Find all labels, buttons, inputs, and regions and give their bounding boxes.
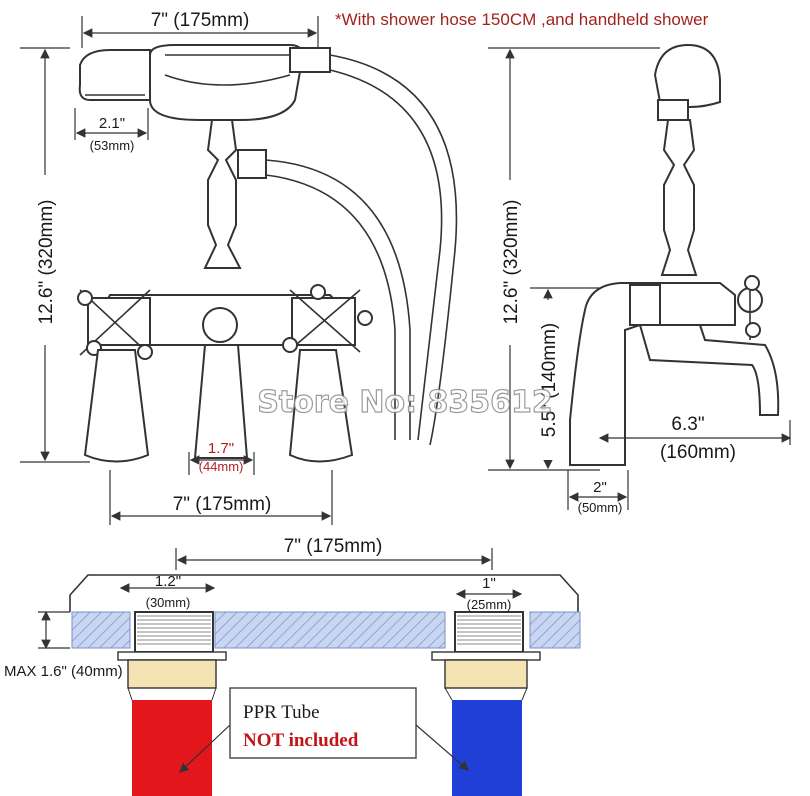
store-watermark: Store No: 835612	[257, 385, 553, 420]
left-cross-handle	[77, 289, 153, 360]
left-nut	[127, 659, 217, 689]
ppr-callout-box	[229, 687, 417, 759]
side-view: 12.6" (320mm) 5.5" (140mm) 6.3" (160mm) …	[488, 43, 792, 515]
right-hole-in: 1"	[482, 575, 496, 592]
cold-ppr-tube	[452, 700, 522, 796]
handshower-cradle	[149, 44, 304, 121]
front-view: 7" (175mm) 12.6" (320mm)	[20, 8, 458, 525]
side-body	[569, 282, 736, 466]
side-handshower	[653, 43, 721, 108]
front-height: 12.6" (320mm)	[36, 199, 57, 324]
handshower-width-in: 2.1"	[99, 115, 125, 132]
side-spout	[638, 324, 780, 416]
side-reach-mm: (160mm)	[660, 442, 736, 463]
right-nut	[444, 659, 528, 689]
countertop-right	[529, 611, 581, 649]
spout-width-in: 1.7"	[208, 440, 234, 457]
riser-stem	[203, 119, 242, 269]
install-center-distance: 7" (175mm)	[284, 536, 383, 557]
front-bottom-width: 7" (175mm)	[173, 494, 272, 515]
hot-ppr-tube	[132, 700, 212, 796]
side-base-height: 5.5" (140mm)	[539, 323, 560, 437]
countertop-left	[71, 611, 131, 649]
side-base-width-in: 2"	[593, 479, 607, 496]
left-hole-in: 1.2"	[155, 573, 181, 590]
shower-hose	[265, 159, 411, 440]
header-note: *With shower hose 150CM ,and handheld sh…	[335, 10, 709, 29]
handshower-head	[78, 49, 151, 101]
installation-section: 7" (175mm)	[4, 534, 581, 796]
right-leg	[288, 349, 354, 463]
side-base-width-mm: (50mm)	[578, 500, 623, 515]
spout-width-mm: (44mm)	[199, 459, 244, 474]
side-reach-in: 6.3"	[671, 414, 704, 435]
countertop-middle	[214, 611, 446, 649]
front-top-width: 7" (175mm)	[151, 10, 250, 31]
left-hole-mm: (30mm)	[146, 595, 191, 610]
side-height: 12.6" (320mm)	[501, 199, 522, 324]
ppr-label: PPR Tube	[243, 702, 320, 723]
right-hole-mm: (25mm)	[467, 597, 512, 612]
side-riser	[660, 119, 698, 276]
left-leg	[83, 349, 150, 463]
max-thickness: MAX 1.6" (40mm)	[4, 663, 123, 680]
not-included-label: NOT included	[243, 730, 359, 751]
right-cross-handle	[282, 284, 373, 353]
handshower-width-mm: (53mm)	[90, 138, 135, 153]
